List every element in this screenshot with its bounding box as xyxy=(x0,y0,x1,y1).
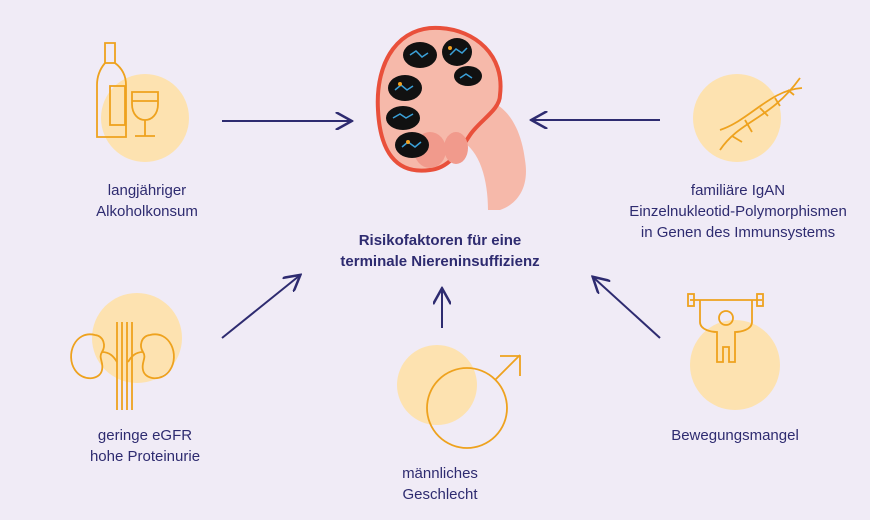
central-title: Risikofaktoren für eine terminale Nieren… xyxy=(340,230,539,272)
label-egfr: geringe eGFR hohe Proteinurie xyxy=(90,425,200,467)
label-line: Alkoholkonsum xyxy=(96,203,198,220)
title-line: Risikofaktoren für eine xyxy=(358,232,522,249)
label-line: in Genen des Immunsystems xyxy=(640,224,836,241)
label-line: familiäre IgAN xyxy=(690,182,786,199)
dna-icon xyxy=(693,74,803,162)
label-alcohol: langjähriger Alkoholkonsum xyxy=(96,180,198,222)
alcohol-icon xyxy=(96,42,189,162)
male-symbol-icon xyxy=(397,345,521,449)
label-genetics: familiäre IgAN Einzelnukleotid-Polymorph… xyxy=(629,180,847,243)
label-line: Geschlecht xyxy=(402,486,478,503)
label-line: geringe eGFR xyxy=(97,427,193,444)
label-line: hohe Proteinurie xyxy=(89,448,201,465)
label-line: männliches xyxy=(402,465,478,482)
label-line: Einzelnukleotid-Polymorphismen xyxy=(629,203,847,220)
exercise-icon xyxy=(687,293,780,410)
label-exercise: Bewegungsmangel xyxy=(671,425,799,446)
kidneys-icon xyxy=(70,293,182,410)
title-line: terminale Niereninsuffizienz xyxy=(340,253,540,270)
label-line: Bewegungsmangel xyxy=(671,427,799,444)
label-sex: männliches Geschlecht xyxy=(402,463,478,505)
kidney-illustration xyxy=(375,25,526,210)
arrow-egfr xyxy=(221,276,299,339)
arrow-exercise xyxy=(594,278,661,339)
label-line: langjähriger xyxy=(107,182,187,199)
